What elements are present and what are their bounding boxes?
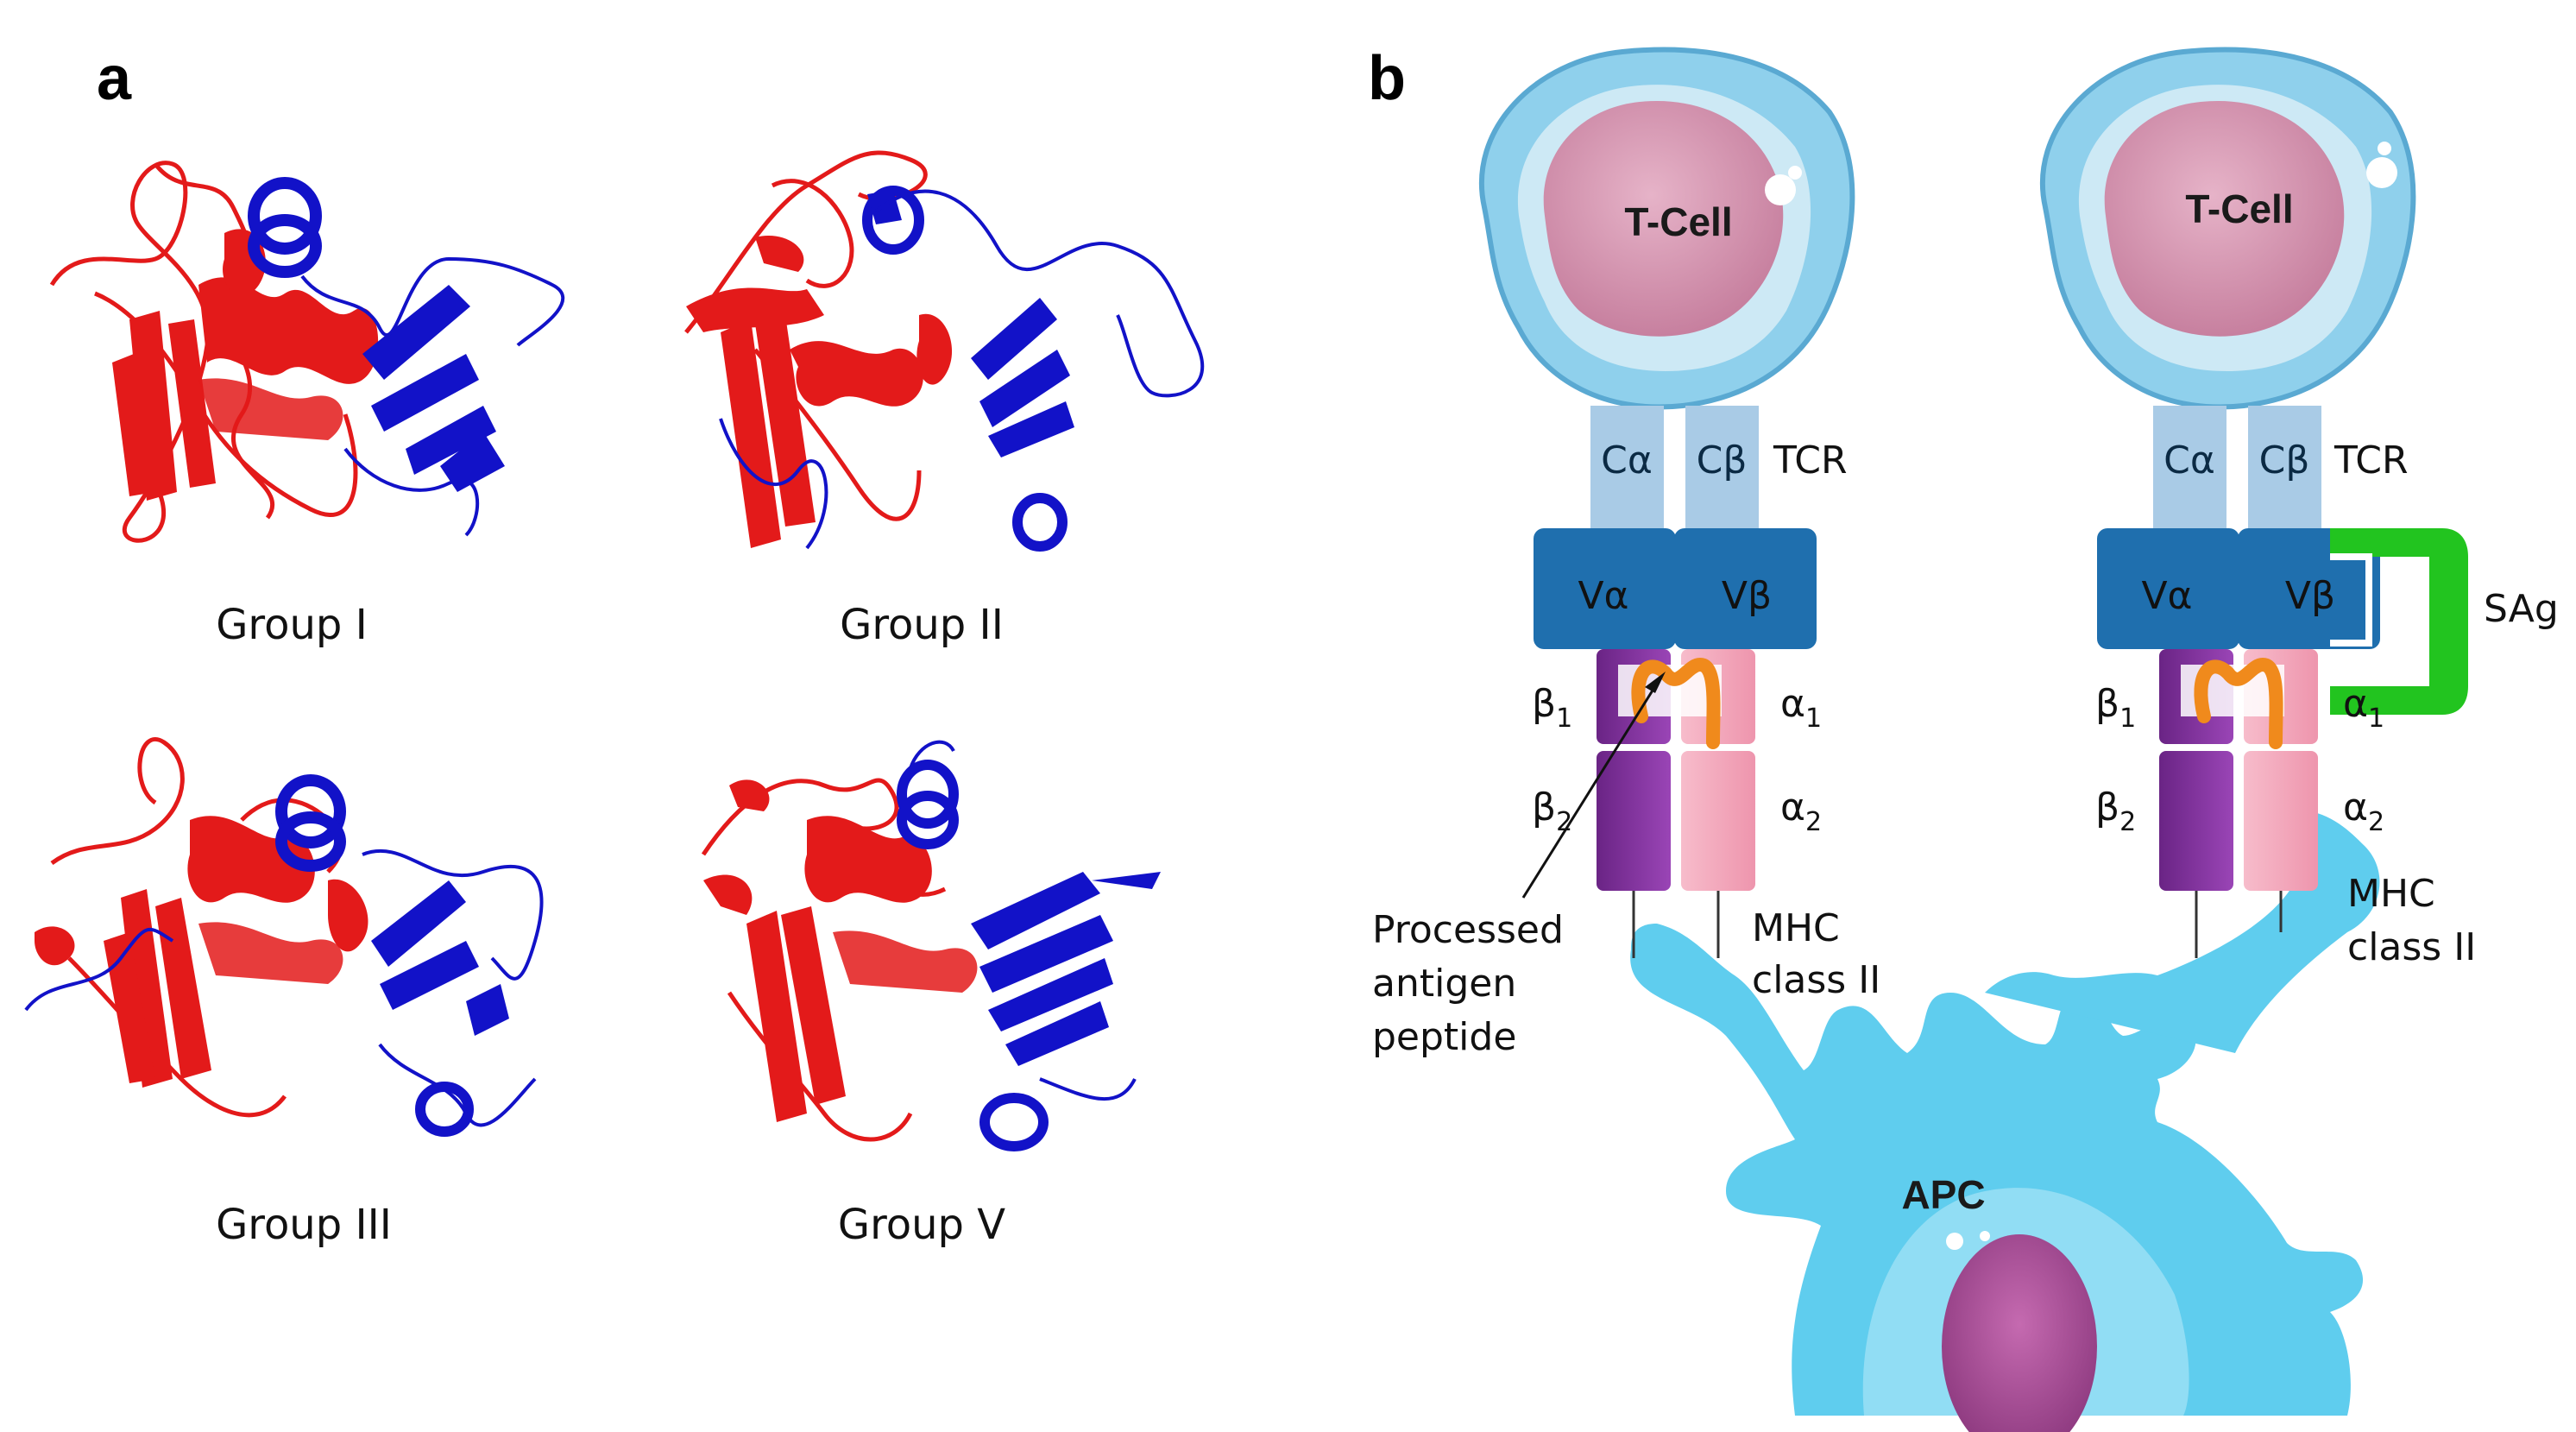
- beta2-label-right: β2: [2095, 785, 2136, 837]
- t-cell-label-right: T-Cell: [2185, 186, 2293, 231]
- protein-structure-group-5: [701, 740, 1161, 1151]
- v-beta-domain-left: [1674, 528, 1817, 649]
- peptide-label-line1: Processed: [1372, 908, 1564, 952]
- apc-label: APC: [1901, 1172, 1985, 1217]
- beta1-label-right: β1: [2095, 682, 2136, 734]
- caption-group-2: Group II: [840, 601, 1004, 649]
- t-cell-left: [1478, 47, 1855, 410]
- alpha2-label-right: α2: [2343, 785, 2384, 837]
- c-beta-domain-right: [2248, 406, 2321, 535]
- v-alpha-domain-right: [2097, 528, 2239, 649]
- mhc-label-right-line1: MHC: [2347, 872, 2435, 916]
- mhc-beta2-domain-right: [2159, 751, 2233, 891]
- v-beta-label-left: Vβ: [1722, 574, 1772, 618]
- mhc-label-left-line1: MHC: [1752, 906, 1840, 950]
- antigen-peptide-left: [1631, 657, 1721, 749]
- peptide-pointer-arrowhead: [1645, 672, 1666, 693]
- peptide-label-line3: peptide: [1372, 1015, 1516, 1059]
- beta1-label-left: β1: [1532, 682, 1572, 734]
- alpha2-label-left: α2: [1780, 785, 1822, 837]
- apc-cell: [1630, 810, 2380, 1432]
- peptide-pointer-line: [1521, 685, 1657, 899]
- sag-label: SAg: [2484, 587, 2559, 631]
- v-alpha-domain-left: [1534, 528, 1676, 649]
- mhc-alpha2-domain-right: [2244, 751, 2318, 891]
- t-cell-nucleus-right: [2104, 100, 2345, 337]
- peptide-label-line2: antigen: [1372, 962, 1516, 1006]
- c-alpha-domain-left: [1590, 406, 1664, 535]
- alpha1-label-right: α1: [2343, 682, 2384, 734]
- caption-group-1: Group I: [216, 601, 368, 649]
- beta2-label-left: β2: [1532, 785, 1572, 837]
- c-beta-domain-left: [1685, 406, 1759, 535]
- c-beta-label-left: Cβ: [1697, 438, 1748, 483]
- protein-structure-group-3: [24, 737, 544, 1137]
- protein-structure-group-2: [684, 150, 1204, 552]
- v-alpha-label-right: Vα: [2141, 574, 2192, 618]
- c-beta-label-right: Cβ: [2259, 438, 2310, 483]
- caption-group-3: Group III: [216, 1201, 392, 1249]
- panel-letter-a: a: [97, 44, 132, 113]
- mhc-label-left-line2: class II: [1752, 958, 1880, 1002]
- c-alpha-label-left: Cα: [1601, 438, 1653, 483]
- mhc-beta2-domain-left: [1597, 751, 1671, 891]
- tcr-label-left: TCR: [1773, 438, 1848, 483]
- caption-group-5: Group V: [838, 1201, 1005, 1249]
- mhc-alpha2-domain-left: [1681, 751, 1755, 891]
- tcr-label-right: TCR: [2334, 438, 2409, 483]
- apc-nucleus: [1942, 1234, 2097, 1432]
- c-alpha-label-right: Cα: [2163, 438, 2215, 483]
- v-alpha-label-left: Vα: [1578, 574, 1628, 618]
- t-cell-nucleus-left: [1543, 100, 1784, 337]
- t-cell-label-left: T-Cell: [1624, 199, 1732, 244]
- antigen-peptide-right: [2194, 657, 2283, 749]
- c-alpha-domain-right: [2153, 406, 2226, 535]
- t-cell-right: [2039, 47, 2416, 410]
- panel-letter-b: b: [1368, 44, 1406, 113]
- mhc-label-right-line2: class II: [2347, 925, 2476, 969]
- superantigen-shape: [2330, 528, 2468, 715]
- protein-structure-group-1: [49, 161, 565, 543]
- alpha1-label-left: α1: [1780, 682, 1822, 734]
- v-beta-label-right: Vβ: [2285, 574, 2335, 618]
